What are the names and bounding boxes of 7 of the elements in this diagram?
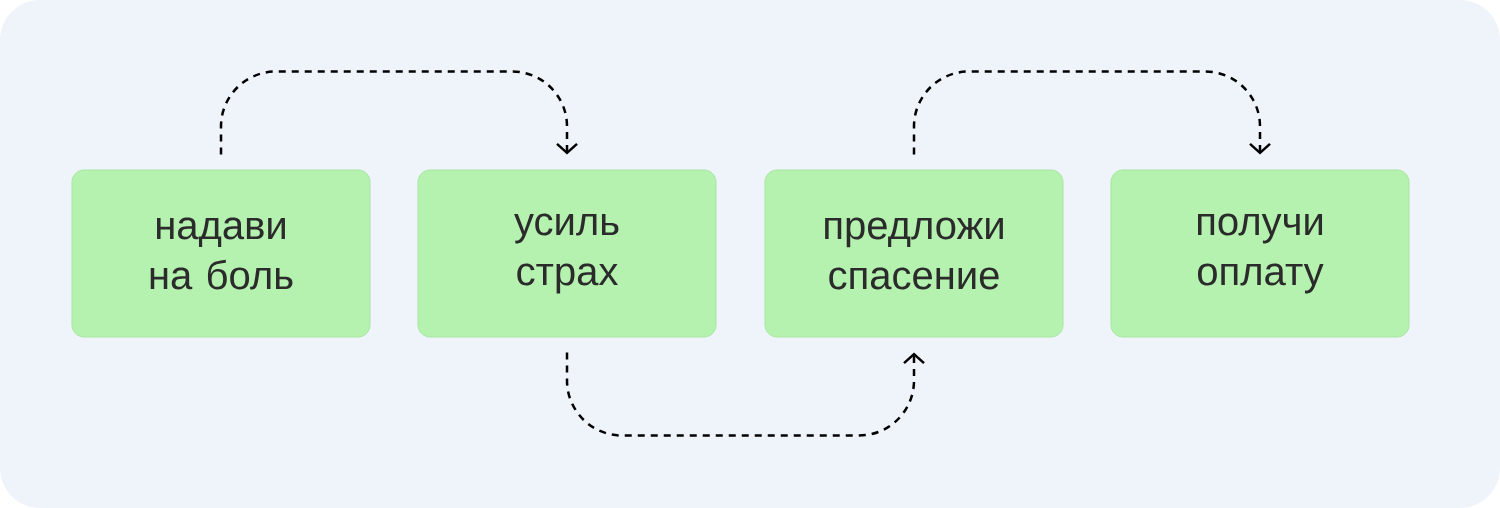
- process-box: усиль страх: [417, 169, 717, 338]
- arrow: [565, 352, 925, 437]
- arrow: [219, 70, 578, 155]
- arrow: [912, 70, 1271, 155]
- process-box: надави на боль: [71, 169, 371, 338]
- process-box: получи оплату: [1110, 169, 1410, 338]
- process-box: предложи спасение: [764, 169, 1064, 338]
